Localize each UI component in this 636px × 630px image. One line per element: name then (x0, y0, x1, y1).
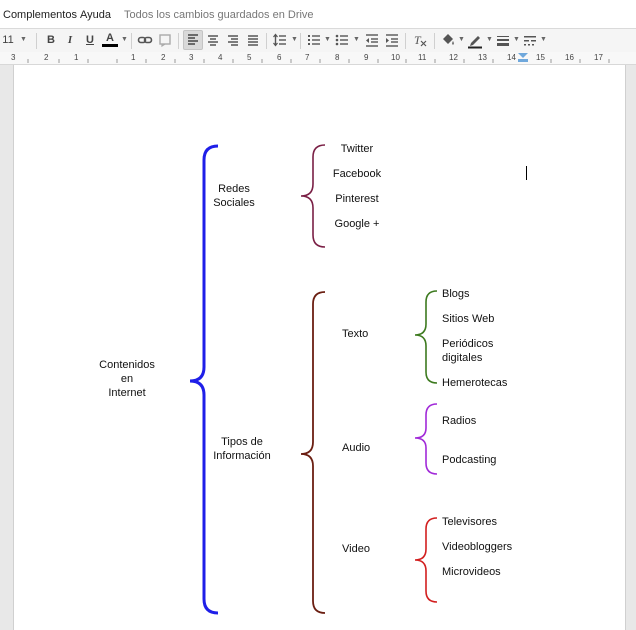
texto-item[interactable]: Periódicos digitales (442, 338, 494, 364)
ruler-ticks (27, 53, 610, 63)
ruler-number: 1 (74, 53, 79, 62)
root-label[interactable]: Contenidos en Internet (99, 359, 155, 399)
redes-item[interactable]: Facebook (332, 168, 382, 180)
audio-item[interactable]: Podcasting (442, 454, 497, 466)
menu-bar: Complementos Ayuda Todos los cambios gua… (0, 0, 636, 28)
ruler-number: 17 (594, 53, 603, 62)
clear-formatting-icon[interactable]: T (412, 31, 428, 49)
redes-item[interactable]: Pinterest (335, 193, 379, 205)
ruler-number: 2 (44, 53, 49, 62)
ruler-number: 14 (507, 53, 516, 62)
toolbar-divider (36, 33, 37, 49)
line-spacing-icon[interactable] (272, 31, 288, 49)
ruler-number: 10 (391, 53, 400, 62)
border-dash-icon[interactable] (522, 31, 538, 49)
toolbar-divider (300, 33, 301, 49)
border-color-icon[interactable] (467, 31, 483, 49)
toolbar-divider (405, 33, 406, 49)
chevron-down-icon[interactable]: ▼ (324, 36, 331, 43)
chevron-down-icon[interactable]: ▼ (486, 36, 493, 43)
align-right-icon[interactable] (225, 31, 241, 49)
save-status[interactable]: Todos los cambios guardados en Drive (124, 9, 314, 21)
align-center-icon[interactable] (205, 31, 221, 49)
decrease-indent-icon[interactable] (364, 31, 380, 49)
redes-label[interactable]: Redes Sociales (213, 183, 255, 209)
ruler-number: 3 (189, 53, 194, 62)
menu-ayuda[interactable]: Ayuda (80, 9, 111, 21)
toolbar-divider (178, 33, 179, 49)
ruler[interactable]: 3 2 1 1 2 3 4 5 6 7 8 9 10 11 12 13 14 1… (0, 52, 636, 65)
ruler-number: 16 (565, 53, 574, 62)
tipos-bracket (300, 291, 326, 614)
ruler-number: 12 (449, 53, 458, 62)
border-weight-icon[interactable] (495, 31, 511, 49)
align-left-icon[interactable] (183, 30, 203, 50)
ruler-number: 13 (478, 53, 487, 62)
ruler-number: 9 (364, 53, 369, 62)
ruler-number: 15 (536, 53, 545, 62)
comment-icon[interactable] (158, 31, 172, 49)
audio-bracket (414, 403, 438, 475)
audio-item[interactable]: Radios (442, 415, 477, 427)
ruler-number: 8 (335, 53, 340, 62)
chevron-down-icon[interactable]: ▼ (20, 36, 27, 43)
text-color-glyph: A (106, 32, 114, 44)
numbered-list-icon[interactable] (306, 31, 322, 49)
redes-item[interactable]: Google + (334, 218, 380, 230)
video-item[interactable]: Televisores (442, 516, 498, 528)
menu-complementos[interactable]: Complementos (3, 9, 77, 21)
video-bracket (414, 517, 438, 603)
text-cursor (526, 166, 527, 180)
texto-item[interactable]: Hemerotecas (442, 377, 508, 389)
ruler-number: 1 (131, 53, 136, 62)
video-item[interactable]: Videobloggers (442, 541, 513, 553)
chevron-down-icon[interactable]: ▼ (121, 36, 128, 43)
texto-item[interactable]: Sitios Web (442, 313, 495, 325)
bold-icon[interactable]: B (47, 34, 55, 46)
font-size-select[interactable]: 11 (2, 34, 14, 46)
bracket-diagram (189, 144, 438, 615)
ruler-number: 3 (11, 53, 16, 62)
chevron-down-icon[interactable]: ▼ (458, 36, 465, 43)
ruler-number: 6 (277, 53, 282, 62)
align-justify-icon[interactable] (245, 31, 261, 49)
ruler-number: 5 (247, 53, 252, 62)
toolbar: 11 ▼ B I U A ▼ ▼ ▼ ▼ (0, 28, 636, 53)
ruler-number: 11 (418, 53, 427, 62)
svg-text:T: T (414, 33, 422, 47)
text-color-swatch (102, 44, 118, 47)
chevron-down-icon[interactable]: ▼ (513, 36, 520, 43)
texto-bracket (414, 290, 438, 384)
underline-icon[interactable]: U (86, 34, 94, 46)
texto-item[interactable]: Blogs (442, 288, 470, 300)
video-item[interactable]: Microvideos (442, 566, 501, 578)
root-bracket (189, 144, 219, 615)
tipos-label[interactable]: Tipos de Información (213, 436, 271, 462)
redes-item[interactable]: Twitter (340, 143, 374, 155)
bulleted-list-icon[interactable] (334, 31, 350, 49)
redes-bracket (300, 144, 326, 248)
chevron-down-icon[interactable]: ▼ (291, 36, 298, 43)
audio-label[interactable]: Audio (342, 442, 371, 454)
video-label[interactable]: Video (342, 543, 370, 555)
ruler-number: 2 (161, 53, 166, 62)
chevron-down-icon[interactable]: ▼ (540, 36, 547, 43)
increase-indent-icon[interactable] (384, 31, 400, 49)
link-icon[interactable] (137, 31, 153, 49)
chevron-down-icon[interactable]: ▼ (353, 36, 360, 43)
toolbar-divider (434, 33, 435, 49)
texto-label[interactable]: Texto (342, 328, 369, 340)
ruler-number: 7 (305, 53, 310, 62)
text-color-icon[interactable]: A (102, 31, 118, 49)
ruler-number: 4 (218, 53, 223, 62)
document-page[interactable]: Contenidos en Internet Redes Sociales Tw… (13, 65, 626, 630)
toolbar-divider (266, 33, 267, 49)
fill-color-icon[interactable] (440, 31, 456, 49)
toolbar-divider (131, 33, 132, 49)
italic-icon[interactable]: I (67, 34, 73, 46)
